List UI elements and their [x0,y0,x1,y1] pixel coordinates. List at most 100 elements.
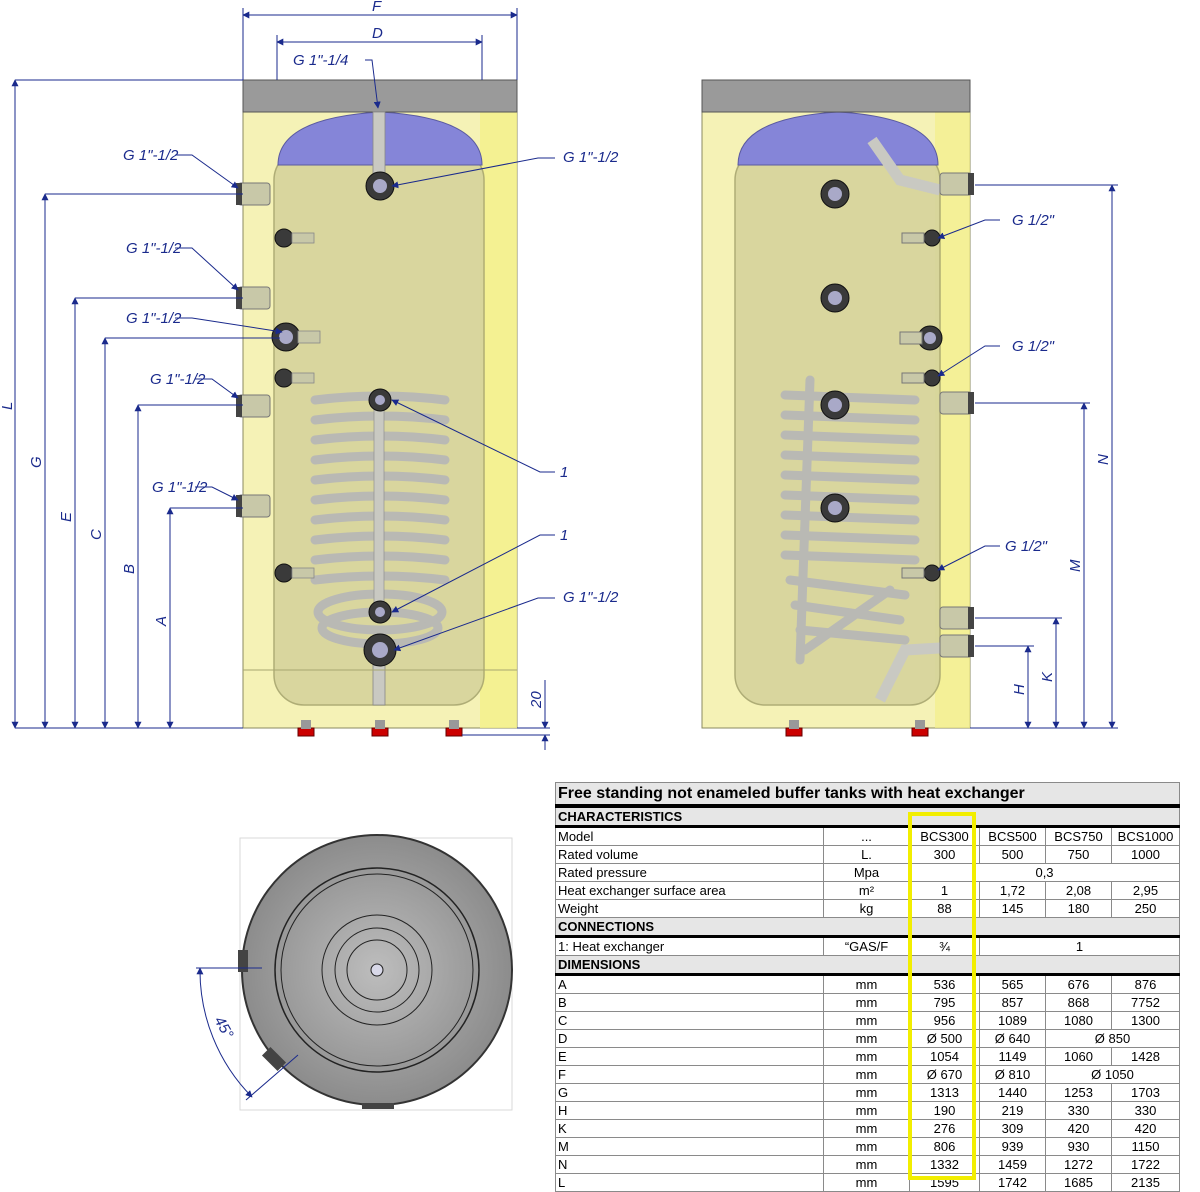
table-row: A mm 536 565 676 876 [555,974,1181,994]
cell-bcs300: 1313 [909,1083,980,1102]
row-label: B [555,993,824,1012]
row-unit: mm [823,974,910,994]
table-row: Rated volume L. 300 500 750 1000 [555,845,1181,864]
cell-bcs500: 1742 [979,1173,1046,1192]
table-row: Weight kg 88 145 180 250 [555,899,1181,918]
top-view-angle-arc [196,967,253,1098]
cell-bcs750-1000: Ø 1050 [1044,1065,1181,1084]
row-label: K [555,1119,824,1138]
row-label: G [555,1083,824,1102]
front-tank-view [236,79,518,737]
side-nozzles [899,172,973,658]
cell-bcs750: 180 [1045,899,1112,918]
table-row: Heat exchanger surface area m² 1 1,72 2,… [555,881,1181,900]
dim-k-label: K [1039,671,1056,682]
cell-bcs300: 536 [909,974,980,994]
row-unit: kg [823,899,910,918]
cell-bcs500: 309 [979,1119,1046,1138]
side-dimension-lines [937,184,1118,729]
side-top-cap [701,79,971,113]
cell-bcs500: 219 [979,1101,1046,1120]
front-top-cap [242,79,518,113]
table-row: L mm 1595 1742 1685 2135 [555,1173,1181,1192]
dim-g-label: G [28,456,45,468]
row-unit: mm [823,1029,910,1048]
cell-bcs750: 676 [1045,974,1112,994]
table-row: C mm 956 1089 1080 1300 [555,1011,1181,1030]
table-row: K mm 276 309 420 420 [555,1119,1181,1138]
top-view-center-fitting [370,963,384,977]
table-row: N mm 1332 1459 1272 1722 [555,1155,1181,1174]
table-row: G mm 1313 1440 1253 1703 [555,1083,1181,1102]
top-view-nozzle-diag [261,1046,287,1072]
cell-bcs1000: 876 [1110,974,1181,994]
row-unit: mm [823,1137,910,1156]
top-view-ring-3 [321,914,433,1026]
cell-bcs750: BCS750 [1045,826,1112,846]
angle-label: 45° [211,1014,237,1042]
row-unit: m² [823,881,910,900]
top-view-ring-2 [280,873,474,1067]
cell-bcs1000: 1428 [1110,1047,1181,1066]
table-row: B mm 795 857 868 7752 [555,993,1181,1012]
cell-bcs750: 930 [1045,1137,1112,1156]
cell-bcs500: 939 [979,1137,1046,1156]
row-unit: mm [823,1101,910,1120]
dim-f-label: F [372,0,382,15]
row-label: N [555,1155,824,1174]
dim-b-label: B [121,564,138,574]
row-unit: mm [823,1083,910,1102]
cell-bcs500: Ø 810 [979,1065,1046,1084]
table-title: Free standing not enameled buffer tanks … [554,782,1181,808]
cell-bcs300: 1595 [909,1173,980,1192]
table-title-row: Free standing not enameled buffer tanks … [554,782,1181,808]
cell-bcs300: 1054 [909,1047,980,1066]
front-jacket-edge [480,112,517,728]
table-row: Model ... BCS300 BCS500 BCS750 BCS1000 [555,826,1181,846]
cell-bcs750: 1253 [1045,1083,1112,1102]
top-view-nozzle-bottom [362,1103,394,1109]
side-fitting-2-label: G 1/2" [1012,338,1055,355]
cell-bcs1000: 250 [1110,899,1181,918]
cell-bcs300: Ø 500 [909,1029,980,1048]
row-unit: “GAS/F [823,936,910,956]
row-label: L [555,1173,824,1192]
row-label: F [555,1065,824,1084]
top-view-ring-5 [346,939,408,1001]
cell-bcs1000: 1000 [1110,845,1181,864]
dim-e-label: E [58,511,75,522]
row-label: Weight [555,899,824,918]
cell-bcs1000: 420 [1110,1119,1181,1138]
dim-d-label: D [372,25,383,42]
top-fitting-label: G 1"-1/4 [293,52,348,69]
hx-connection-1-label: 1 [560,464,568,481]
cell-bcs500: 1149 [979,1047,1046,1066]
cell-bcs500: 1440 [979,1083,1046,1102]
cell-bcs1000: 2,95 [1110,881,1181,900]
cell-bcs300: 956 [909,1011,980,1030]
cell-bcs1000: 7752 [1110,993,1181,1012]
front-coil-riser [373,399,385,611]
row-unit: mm [823,1155,910,1174]
cell-bcs300: Ø 670 [909,1065,980,1084]
top-view-ring-4 [334,927,420,1013]
cell-bcs500: 1089 [979,1011,1046,1030]
cell-bcs500: 145 [979,899,1046,918]
dim-n-label: N [1095,454,1112,465]
cell-other-models: 1 [978,936,1181,956]
row-label: M [555,1137,824,1156]
row-unit: Mpa [823,863,910,882]
cell-bcs1000: 1703 [1110,1083,1181,1102]
front-leader-lines [175,59,555,652]
cell-bcs500: 1459 [979,1155,1046,1174]
section-connections: CONNECTIONS [554,917,1181,938]
cell-bcs1000: 1300 [1110,1011,1181,1030]
cell-bcs750: 868 [1045,993,1112,1012]
table-row: H mm 190 219 330 330 [555,1101,1181,1120]
side-port-holes [828,187,936,515]
cell-bcs1000: 330 [1110,1101,1181,1120]
table-row: D mm Ø 500 Ø 640 Ø 850 [555,1029,1181,1048]
dim-a-label: A [153,616,170,627]
row-label: Heat exchanger surface area [555,881,824,900]
row-unit: mm [823,1173,910,1192]
